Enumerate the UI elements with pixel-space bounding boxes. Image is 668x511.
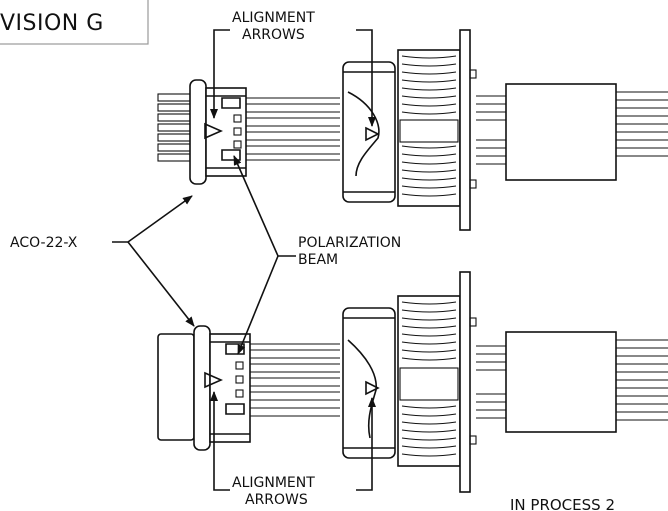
bottom-threads: [397, 295, 461, 467]
bottom-wires-left: [250, 343, 340, 417]
top-connector-assembly: [157, 29, 668, 231]
revision-box: VISION G: [0, 0, 149, 45]
top-wires-left: [246, 97, 340, 161]
top-threads: [397, 49, 461, 207]
bottom-connector-assembly: [157, 271, 668, 493]
bottom-wires-tail: [616, 339, 668, 421]
top-alignment-label-line2: ARROWS: [242, 27, 305, 43]
top-panel-plate: [459, 29, 471, 231]
bottom-collar-arrow: [347, 339, 377, 439]
in-process-stamp: IN PROCESS 2: [510, 496, 615, 511]
callout-polarization: POLARIZATION BEAM: [233, 155, 401, 355]
callout-bottom-alignment: ALIGNMENT ARROWS: [210, 391, 376, 508]
top-collar: [342, 61, 396, 203]
polarization-label-line1: POLARIZATION: [298, 235, 401, 251]
top-left-pins: [157, 93, 191, 162]
top-alignment-label-line1: ALIGNMENT: [232, 10, 315, 26]
top-alignment-arrow-left: [204, 122, 223, 140]
bottom-alignment-arrow-left: [204, 371, 223, 389]
callout-part-number: ACO-22-X: [10, 195, 195, 327]
top-collar-arrow: [347, 91, 380, 177]
bottom-wires-right: [476, 345, 506, 419]
bottom-plug-shell: [157, 333, 195, 441]
polarization-label-line2: BEAM: [298, 252, 338, 268]
bottom-flange-ring: [193, 325, 211, 451]
top-wires-right: [476, 95, 506, 165]
bottom-boot: [505, 331, 617, 433]
bottom-panel-plate: [459, 271, 471, 493]
bottom-alignment-label-line2: ARROWS: [245, 492, 308, 508]
bottom-alignment-label-line1: ALIGNMENT: [232, 475, 315, 491]
callout-top-alignment: ALIGNMENT ARROWS: [210, 10, 376, 127]
top-boot: [505, 83, 617, 181]
top-flange-ring: [189, 79, 207, 185]
part-number-label: ACO-22-X: [10, 235, 78, 251]
top-wires-tail: [616, 91, 668, 157]
revision-label: VISION G: [0, 11, 104, 36]
